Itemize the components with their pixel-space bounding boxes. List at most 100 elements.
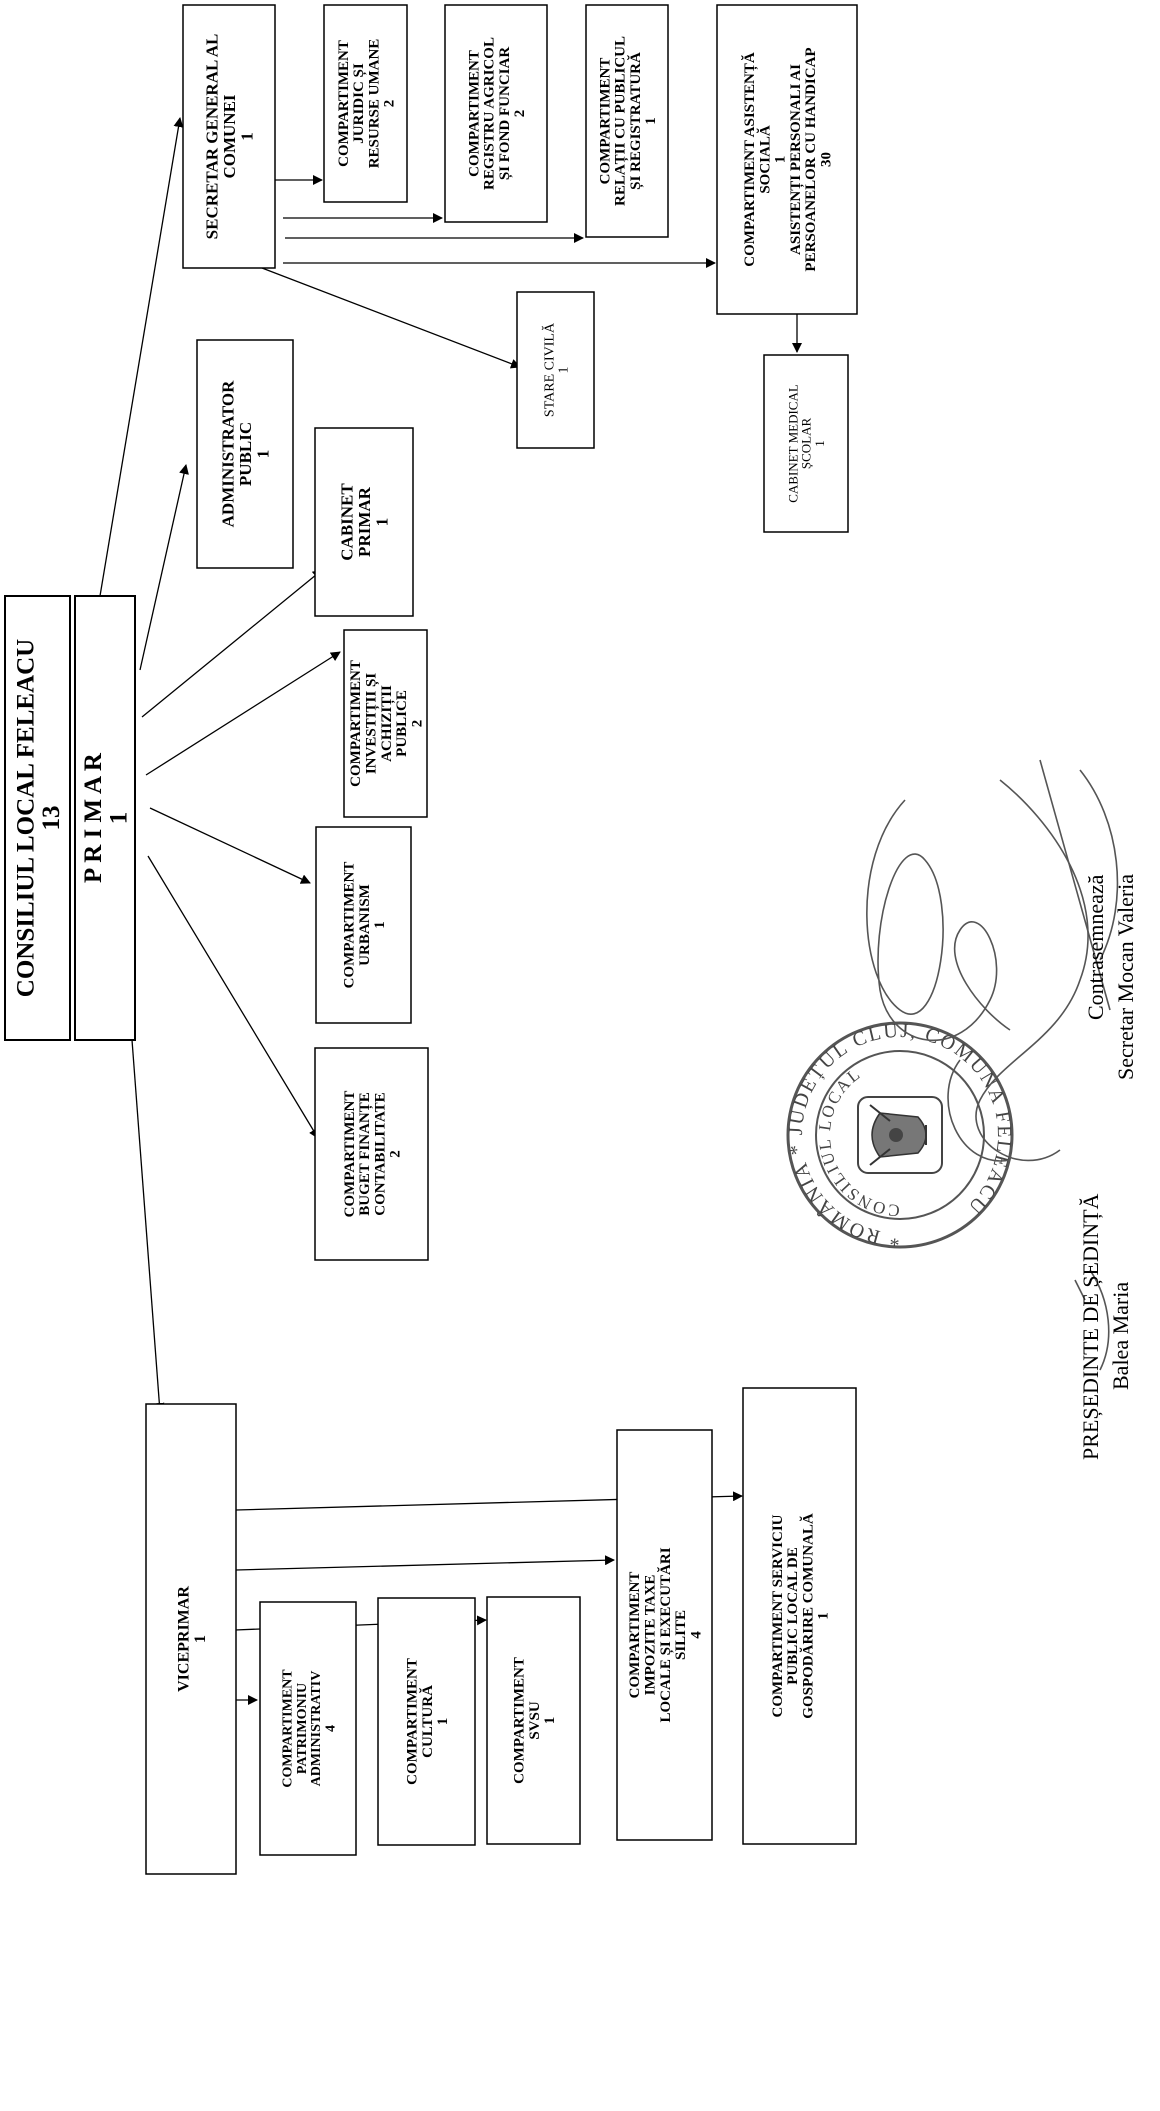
box-svsu-line-1: SVSU [527, 1701, 543, 1740]
box-urbanism: COMPARTIMENTURBANISM1 [315, 826, 412, 1024]
box-buget: COMPARTIMENTBUGET FINANȚECONTABILITATE2 [314, 1047, 429, 1261]
box-gospodarie-line-2: GOSPODĂRIRE COMUNALĂ [799, 1513, 816, 1719]
box-cabprimar-line-1: PRIMAR [355, 486, 374, 557]
box-cultura: COMPARTIMENTCULTURĂ1 [377, 1597, 476, 1846]
box-primar: P R I M A R1 [74, 595, 136, 1041]
box-secretar-frame [182, 4, 276, 269]
connector-lines [99, 117, 802, 1705]
box-gospodarie-label: COMPARTIMENT SERVICIUPUBLIC LOCAL DEGOSP… [770, 1513, 832, 1719]
presedinte-name: Balea Maria [1108, 1282, 1133, 1390]
box-admin: ADMINISTRATORPUBLIC1 [196, 339, 294, 569]
box-cabmed-line-2: 1 [812, 440, 827, 447]
box-buget-line-2: CONTABILITATE [372, 1092, 388, 1215]
box-admin-frame [196, 339, 294, 569]
box-relatii-frame [585, 4, 669, 238]
box-urbanism-frame [315, 826, 412, 1024]
box-urbanism-line-0: COMPARTIMENT [341, 862, 357, 989]
box-patrimoniu-line-2: ADMINISTRATIV [309, 1671, 324, 1787]
box-cultura-line-0: COMPARTIMENT [404, 1658, 420, 1785]
box-urbanism-label: COMPARTIMENTURBANISM1 [341, 862, 388, 989]
box-viceprimar-frame [145, 1403, 237, 1875]
box-primar-line-1: 1 [106, 812, 133, 825]
box-registru-line-1: REGISTRU AGRICOL [482, 37, 498, 190]
box-gospodarie-line-3: 1 [816, 1612, 832, 1620]
signature-scribble [866, 759, 1119, 1162]
box-juridic: COMPARTIMENTJURIDIC ȘIRESURSE UMANE2 [323, 4, 408, 203]
box-svsu-frame [486, 1596, 581, 1845]
box-impozite: COMPARTIMENTIMPOZITE TAXELOCALE ȘI EXECU… [616, 1429, 713, 1841]
connector-arrow [99, 117, 184, 597]
connector-arrow [141, 569, 323, 718]
box-consiliu: CONSILIUL LOCAL FELEACU13 [4, 595, 71, 1041]
box-buget-line-1: BUGET FINANȚE [357, 1092, 373, 1216]
box-impozite-line-3: SILITE [673, 1610, 689, 1660]
box-registru: COMPARTIMENTREGISTRU AGRICOLȘI FOND FUNC… [444, 4, 548, 223]
box-relatii: COMPARTIMENTRELAȚII CU PUBLICULȘI REGIST… [585, 4, 669, 238]
box-juridic-frame [323, 4, 408, 203]
box-investitii-line-1: INVESTIȚII ȘI [363, 673, 379, 774]
box-cabprimar-line-0: CABINET [338, 483, 357, 561]
box-relatii-line-2: ȘI REGISTRATURĂ [627, 52, 644, 190]
box-registru-label: COMPARTIMENTREGISTRU AGRICOLȘI FOND FUNC… [466, 37, 528, 190]
box-cultura-label: COMPARTIMENTCULTURĂ1 [404, 1658, 451, 1785]
box-viceprimar-line-1: 1 [192, 1635, 209, 1643]
box-admin-line-0: ADMINISTRATOR [219, 380, 238, 527]
box-consiliu-line-1: 13 [38, 806, 65, 831]
box-relatii-label: COMPARTIMENTRELAȚII CU PUBLICULȘI REGIST… [597, 36, 659, 206]
connector-arrow [139, 464, 189, 671]
box-buget-line-3: 2 [388, 1150, 404, 1158]
box-viceprimar: VICEPRIMAR1 [145, 1403, 237, 1875]
box-stare-line-1: 1 [557, 367, 572, 374]
box-asistenta-label: COMPARTIMENT ASISTENȚĂSOCIALĂ1ASISTENȚI … [741, 47, 835, 271]
box-registru-line-3: 2 [512, 110, 528, 118]
box-impozite-line-2: LOCALE ȘI EXECUTĂRI [657, 1547, 674, 1722]
box-investitii: COMPARTIMENTINVESTIȚII ȘIACHIZIȚIIPUBLIC… [343, 629, 428, 818]
box-buget-label: COMPARTIMENTBUGET FINANȚECONTABILITATE2 [342, 1091, 404, 1218]
box-secretar: SECRETAR GENERAL ALCOMUNEI1 [182, 4, 276, 269]
box-registru-line-0: COMPARTIMENT [466, 50, 482, 177]
connector-arrow [235, 1555, 615, 1571]
box-investitii-frame [343, 629, 428, 818]
box-patrimoniu-line-3: 4 [323, 1725, 338, 1732]
box-consiliu-line-0: CONSILIUL LOCAL FELEACU [13, 639, 40, 997]
box-viceprimar-label: VICEPRIMAR1 [175, 1586, 208, 1692]
box-asistenta: COMPARTIMENT ASISTENȚĂSOCIALĂ1ASISTENȚI … [716, 4, 858, 315]
box-admin-label: ADMINISTRATORPUBLIC1 [219, 380, 273, 527]
box-investitii-line-2: ACHIZIȚII [379, 685, 395, 762]
box-asistenta-line-4: PERSOANELOR CU HANDICAP [803, 47, 819, 271]
box-patrimoniu-line-0: COMPARTIMENT [280, 1669, 295, 1788]
box-svsu-line-0: COMPARTIMENT [511, 1657, 527, 1784]
box-cabprimar: CABINETPRIMAR1 [314, 427, 414, 617]
box-investitii-label: COMPARTIMENTINVESTIȚII ȘIACHIZIȚIIPUBLIC… [348, 660, 425, 787]
box-primar-label: P R I M A R1 [80, 752, 133, 883]
box-urbanism-line-2: 1 [372, 921, 388, 929]
box-juridic-line-3: 2 [382, 100, 398, 108]
box-juridic-line-2: RESURSE UMANE [366, 39, 382, 169]
signature-scribble-2 [1074, 1269, 1110, 1371]
box-patrimoniu-label: COMPARTIMENTPATRIMONIUADMINISTRATIV4 [280, 1669, 338, 1788]
box-stare-frame [516, 291, 595, 449]
box-secretar-label: SECRETAR GENERAL ALCOMUNEI1 [203, 34, 257, 240]
box-cabmed-line-1: ȘCOLAR [799, 418, 814, 470]
box-consiliu-frame [4, 595, 71, 1041]
box-svsu: COMPARTIMENTSVSU1 [486, 1596, 581, 1845]
box-impozite-line-1: IMPOZITE TAXE [642, 1575, 658, 1696]
box-asistenta-frame [716, 4, 858, 315]
box-cultura-line-1: CULTURĂ [419, 1685, 436, 1758]
box-cabprimar-label: CABINETPRIMAR1 [338, 483, 392, 561]
box-investitii-line-3: PUBLICE [394, 690, 410, 757]
box-asistenta-line-3: ASISTENȚI PERSONALI AI [788, 64, 804, 255]
box-patrimoniu-frame [259, 1601, 357, 1856]
box-svsu-label: COMPARTIMENTSVSU1 [511, 1657, 558, 1784]
box-asistenta-line-0: COMPARTIMENT ASISTENȚĂ [741, 52, 758, 267]
box-impozite-frame [616, 1429, 713, 1841]
contrasemneaza-label: Contrasemnează [1083, 874, 1108, 1020]
box-gospodarie-frame [742, 1387, 857, 1845]
box-patrimoniu: COMPARTIMENTPATRIMONIUADMINISTRATIV4 [259, 1601, 357, 1856]
box-secretar-line-0: SECRETAR GENERAL AL [203, 34, 222, 240]
box-investitii-line-0: COMPARTIMENT [348, 660, 364, 787]
box-urbanism-line-1: URBANISM [357, 884, 373, 966]
box-stare: STARE CIVILĂ1 [516, 291, 595, 449]
box-stare-line-0: STARE CIVILĂ [540, 322, 557, 417]
